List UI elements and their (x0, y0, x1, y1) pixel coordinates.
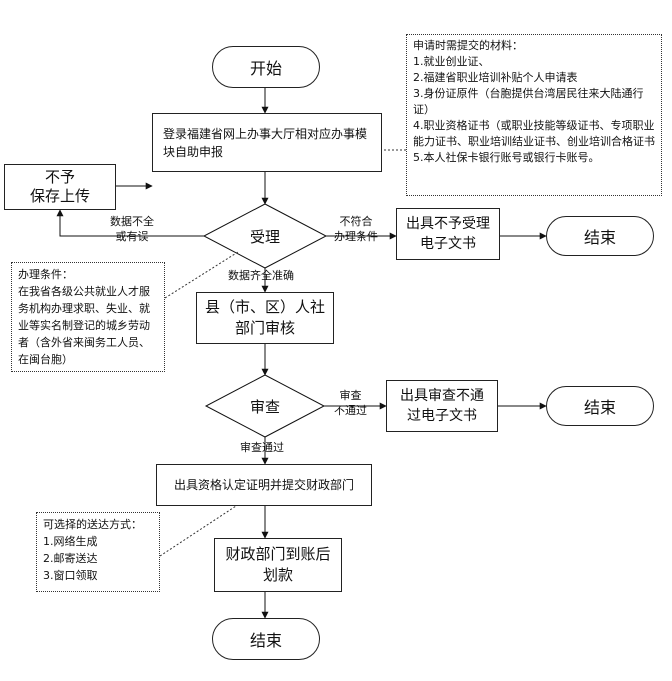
edge-accept-save (56, 209, 204, 237)
fail-doc-box: 出具审查不通过电子文书 (386, 380, 498, 432)
materials-note: 申请时需提交的材料： 1.就业创业证、 2.福建省职业培训补贴个人申请表 3.身… (406, 34, 662, 196)
delivery-item-3: 3.窗口领取 (43, 569, 98, 582)
reject-doc-box: 出具不予受理电子文书 (396, 208, 500, 260)
save-upload-box: 不予 保存上传 (4, 164, 116, 210)
end-node-3: 结束 (212, 618, 320, 660)
edge-label-review-fail: 审查 不通过 (334, 389, 367, 417)
edge-label-complete: 数据齐全准确 (228, 269, 294, 282)
login-box: 登录福建省网上办事大厅相对应办事模块自助申报 (152, 113, 382, 172)
county-review-box: 县（市、区）人社部门审核 (196, 292, 334, 344)
finance-box: 财政部门到账后划款 (214, 538, 342, 592)
delivery-item-2: 2.邮寄送达 (43, 552, 98, 565)
end-node-1: 结束 (546, 216, 654, 256)
conditions-note: 办理条件： 在我省各级公共就业人才服务机构办理求职、失业、就业等实名制登记的城乡… (11, 262, 165, 372)
materials-item-4: 4.职业资格证书（或职业技能等级证书、专项职业能力证书、职业培训结业证书、创业培… (413, 119, 655, 148)
edge-label-review-pass: 审查通过 (240, 441, 284, 454)
accept-diamond (202, 203, 328, 269)
conditions-body: 在我省各级公共就业人才服务机构办理求职、失业、就业等实名制登记的城乡劳动者（含外… (18, 285, 150, 366)
materials-item-3: 3.身份证原件（台胞提供台湾居民往来大陆通行证） (413, 87, 644, 116)
callout-delivery (159, 505, 237, 557)
materials-item-1: 1.就业创业证、 (413, 55, 490, 68)
materials-item-2: 2.福建省职业培训补贴个人申请表 (413, 71, 578, 84)
start-node: 开始 (212, 46, 320, 88)
edge-label-incomplete: 数据不全 或有误 (110, 215, 154, 243)
end-node-2: 结束 (546, 386, 654, 426)
delivery-title: 可选择的送达方式： (43, 518, 142, 531)
edge-label-not-eligible: 不符合 办理条件 (334, 215, 378, 243)
delivery-note: 可选择的送达方式： 1.网络生成 2.邮寄送达 3.窗口领取 (36, 512, 160, 592)
delivery-item-1: 1.网络生成 (43, 535, 98, 548)
materials-title: 申请时需提交的材料： (413, 39, 523, 52)
accept-label: 受理 (249, 227, 280, 246)
certify-box: 出具资格认定证明并提交财政部门 (156, 464, 372, 506)
materials-item-5: 5.本人社保卡银行账号或银行卡账号。 (413, 151, 600, 164)
conditions-title: 办理条件： (18, 268, 73, 281)
review-diamond (204, 374, 326, 438)
review-label: 审查 (249, 397, 280, 416)
